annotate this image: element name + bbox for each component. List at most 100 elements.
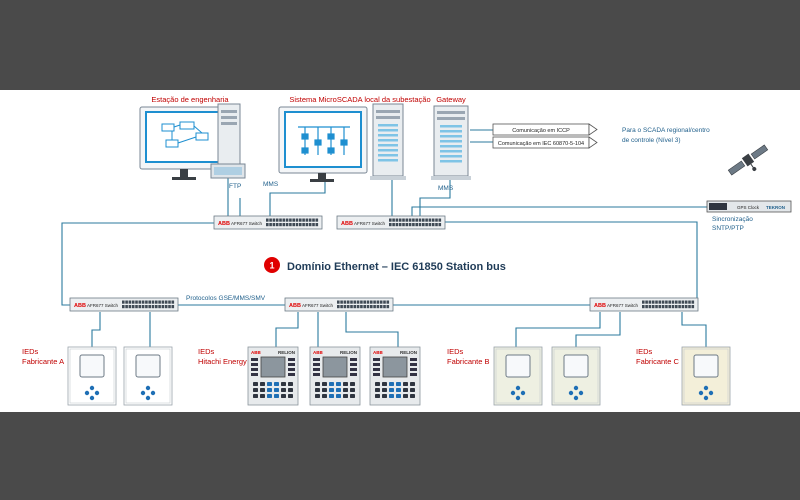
relion-key [382, 382, 387, 386]
switch-port [658, 300, 662, 304]
ied-key-up [515, 385, 521, 391]
switch-port [651, 300, 655, 304]
switch-port [340, 300, 343, 304]
label-eng-station: Estação de engenharia [151, 95, 229, 104]
network-diagram: Estação de engenharia [22, 95, 792, 406]
switch-port [688, 300, 691, 304]
relion-key [343, 394, 348, 398]
ied-key-down [89, 395, 95, 401]
switch-port [671, 300, 675, 304]
switch-port [366, 300, 370, 304]
ied-screen [693, 354, 719, 378]
switch-port [285, 223, 289, 227]
switch-port [422, 218, 425, 222]
relion-key [253, 382, 258, 386]
switch-port [376, 305, 380, 309]
switch-port [678, 305, 681, 309]
relion-key [315, 394, 320, 398]
switch-port [389, 223, 392, 227]
relion-key [389, 388, 394, 392]
ied-key-right [578, 390, 584, 396]
switch-port [131, 305, 135, 309]
switch-port [305, 223, 309, 227]
switch-port [675, 305, 678, 309]
switch-port [438, 223, 442, 227]
relion-key [288, 382, 293, 386]
relion-led-left [313, 363, 320, 366]
switch-port [141, 305, 145, 309]
switch-port [315, 223, 319, 227]
switch-port [370, 305, 373, 309]
label-iedh-1: IEDs [198, 347, 215, 356]
switch-port [386, 305, 390, 309]
switch-port [131, 300, 135, 304]
switch-port [340, 305, 343, 309]
relion-led-left [251, 368, 258, 371]
links [61, 129, 707, 347]
relion-led-right [410, 358, 417, 361]
ied-key-down [573, 395, 579, 401]
switch-port [171, 305, 175, 309]
relion-key [274, 394, 279, 398]
relion-led-right [410, 363, 417, 366]
relion-key [396, 388, 401, 392]
domain-number: 1 [269, 261, 274, 271]
switch-port [412, 223, 415, 227]
switch-port [155, 300, 158, 304]
switch-port [161, 300, 165, 304]
switch-port [668, 305, 671, 309]
label-mms: MMS [263, 181, 279, 188]
switch-port [395, 218, 399, 222]
switch-port [681, 300, 685, 304]
label-gateway: Gateway [436, 95, 466, 104]
switch-port [279, 223, 282, 227]
relion-key [375, 382, 380, 386]
gateway: Gateway MMS [431, 95, 471, 192]
eng-keyboard [210, 163, 246, 179]
switch-port [422, 223, 425, 227]
relion-key [274, 382, 279, 386]
relion-key [389, 394, 394, 398]
relion-key [329, 388, 334, 392]
relion-abb: ABB [313, 350, 323, 355]
relion-led-left [373, 358, 380, 361]
relion-key [260, 394, 265, 398]
switch-port [135, 300, 138, 304]
link-iedb2 [575, 312, 621, 347]
switch-port [171, 300, 175, 304]
switch-port [353, 300, 357, 304]
relion-key [336, 382, 341, 386]
label-sync-2: SNTP/PTP [712, 225, 744, 232]
ied-screen [563, 354, 589, 378]
ied-key-right [94, 390, 100, 396]
switch-port [392, 223, 395, 227]
switch-port [418, 218, 422, 222]
switch-port [164, 300, 168, 304]
switch-port [158, 305, 161, 309]
relion-key [267, 388, 272, 392]
switch-port [295, 223, 299, 227]
switch-port [128, 300, 132, 304]
relion-key [350, 394, 355, 398]
relion-screen [382, 356, 408, 378]
ied-key-left [568, 390, 574, 396]
relion-led-right [350, 363, 357, 366]
switch-port [346, 300, 350, 304]
switch-port [661, 305, 665, 309]
label-ftp: FTP [229, 183, 241, 190]
relion-led-left [313, 358, 320, 361]
switch-port [337, 300, 340, 304]
switch-port [125, 300, 128, 304]
switch-port [308, 223, 312, 227]
ied-fabricante-a-2 [123, 346, 173, 406]
relion-key [389, 382, 394, 386]
domain-title: 1 Domínio Ethernet – IEC 61850 Station b… [186, 257, 506, 302]
switch-port [428, 223, 432, 227]
switch-model: AFR677 Switch [302, 303, 334, 308]
switch-port [366, 305, 370, 309]
relion-key [336, 388, 341, 392]
relion-led-right [288, 363, 295, 366]
switch-port [415, 218, 418, 222]
